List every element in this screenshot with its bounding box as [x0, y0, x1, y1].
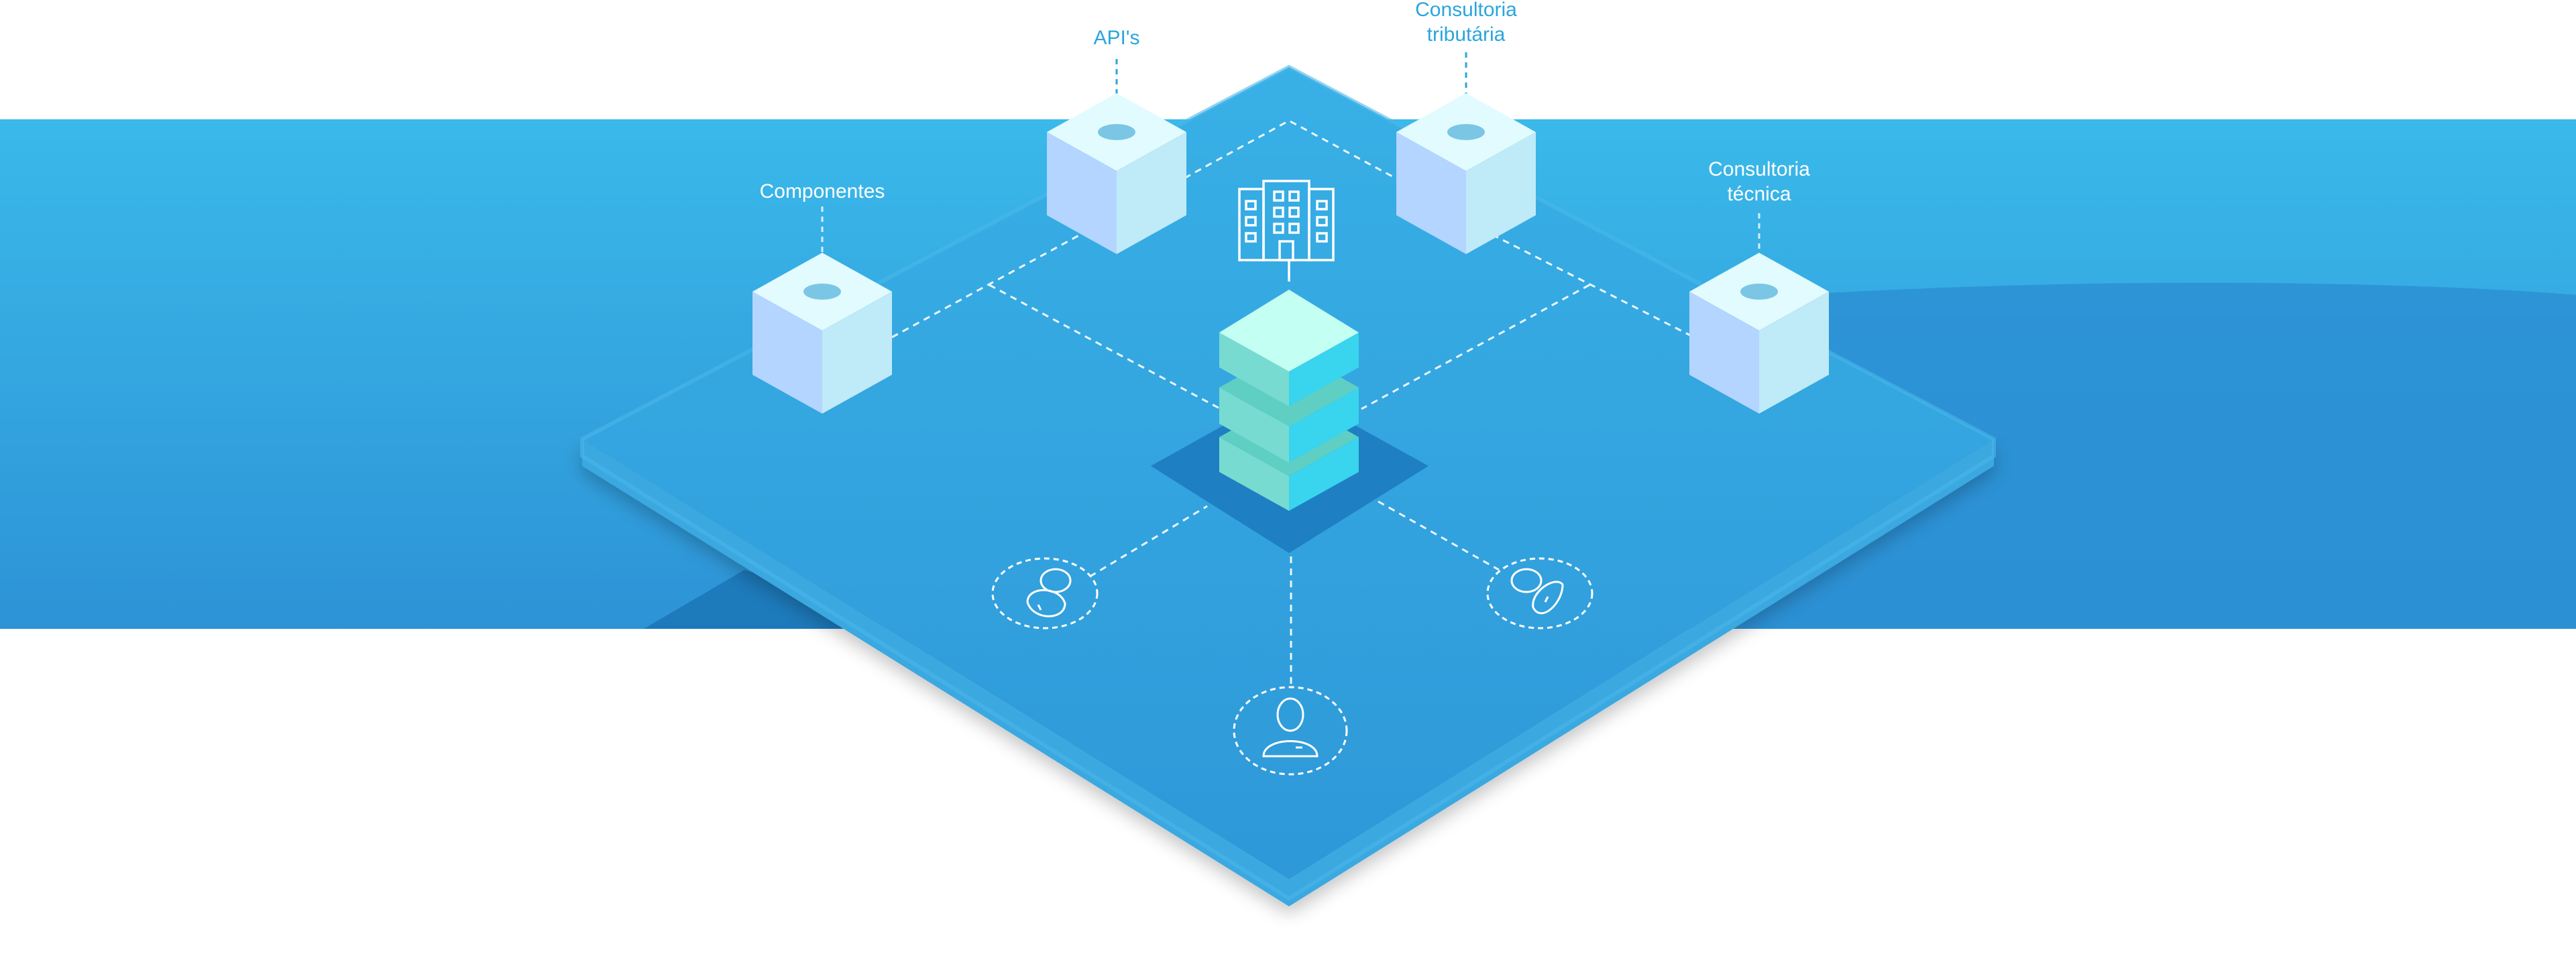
- label-consultoria-tecnica-line2: técnica: [1727, 183, 1791, 205]
- platform-rim: [580, 64, 1996, 901]
- users-icon-right: [1486, 557, 1593, 630]
- label-componentes: Componentes: [760, 180, 885, 202]
- connectors: [891, 119, 1691, 684]
- office-building-icon: [1238, 180, 1335, 282]
- label-consultoria-tecnica-line1: Consultoria: [1708, 158, 1810, 180]
- users-icon-left: [991, 557, 1099, 630]
- server-stack: [1219, 290, 1359, 511]
- cube-componentes: [752, 253, 892, 414]
- user-icon: [1233, 686, 1348, 776]
- cube-apis: [1047, 93, 1186, 254]
- label-apis: API's: [1093, 27, 1139, 49]
- label-consultoria-tributaria-line1: Consultoria: [1415, 0, 1517, 21]
- label-consultoria-tributaria-line2: tributária: [1427, 23, 1506, 46]
- background-wave: [1744, 282, 2576, 630]
- cube-consultoria-tecnica: [1689, 253, 1829, 414]
- cube-consultoria-tributaria: [1396, 93, 1536, 254]
